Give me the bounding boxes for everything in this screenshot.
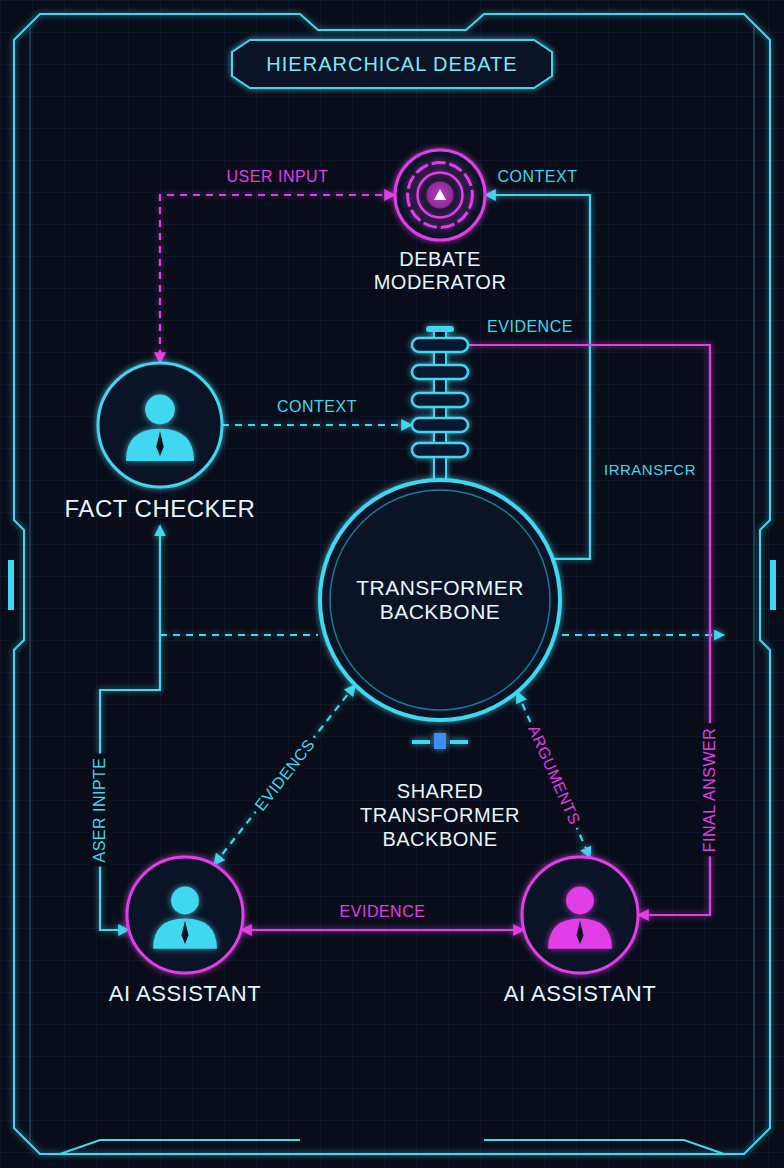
icon-triangle	[434, 189, 446, 200]
connector	[241, 929, 524, 931]
backbone-node: TRANSFORMER BACKBONE	[316, 326, 564, 724]
icon-tie	[182, 921, 189, 944]
icon-core	[427, 182, 454, 209]
outer-frame	[14, 14, 770, 1154]
connector	[222, 424, 412, 426]
node-circle	[320, 480, 560, 720]
icon-head	[566, 887, 594, 915]
icon-head	[145, 395, 175, 425]
node-circle	[522, 857, 638, 973]
spine-rung	[412, 365, 468, 379]
connector-label: CONTEXT	[273, 397, 361, 417]
icon-head	[171, 887, 199, 915]
backbone-spine	[412, 326, 468, 488]
spine-cap	[426, 326, 454, 332]
spine-rung	[412, 418, 468, 432]
node-label: FACT CHECKER	[65, 495, 256, 523]
node-outline	[316, 326, 564, 724]
spine-rung	[412, 393, 468, 407]
connector	[160, 195, 395, 363]
icon-tie	[156, 431, 163, 456]
diagram-title: HIERARCHICAL DEBATE	[266, 53, 517, 76]
connector	[517, 692, 590, 858]
agent-node: AI ASSISTANT	[500, 853, 660, 1006]
node-label: AI ASSISTANT	[504, 981, 656, 1006]
icon-ring	[408, 163, 473, 228]
node-circle	[98, 363, 222, 487]
agent-node: FACT CHECKER	[61, 359, 260, 523]
agent-node: AI ASSISTANT	[105, 853, 265, 1006]
base-block	[434, 733, 446, 749]
icon-tie	[577, 921, 584, 944]
node-outline	[123, 853, 247, 977]
connector-label: EVIDENCE	[336, 902, 430, 922]
bottom-trim	[60, 1140, 724, 1154]
connector	[214, 685, 355, 865]
connector-label: ASER INIPTE	[90, 753, 110, 866]
backbone-caption: SHARED TRANSFORMER BACKBONE	[356, 778, 524, 852]
icon-ring	[418, 173, 463, 218]
moderator-icon	[408, 163, 473, 228]
person-icon	[153, 887, 217, 949]
title-tab	[232, 40, 552, 88]
node-title: TRANSFORMER BACKBONE	[350, 576, 530, 624]
person-icon	[126, 395, 194, 461]
base-bar	[450, 740, 468, 744]
dashed-flow-line	[562, 634, 724, 636]
node-outline	[94, 359, 226, 491]
spine-rung	[412, 443, 468, 457]
connector-label: USER INPUT	[223, 167, 333, 187]
icon-body	[548, 918, 612, 948]
icon-body	[126, 429, 194, 461]
flow-label: IRRANSFCR	[600, 461, 700, 480]
person-icon	[548, 887, 612, 949]
backbone-base-mark	[412, 733, 468, 749]
dashed-flow-line	[160, 634, 318, 636]
connector-label: FINAL ANSWER	[700, 723, 720, 856]
node-label: AI ASSISTANT	[109, 981, 261, 1006]
flow-label: EVIDENCE	[483, 317, 577, 337]
node-outline	[518, 853, 642, 977]
icon-body	[153, 918, 217, 948]
node-outline	[391, 146, 489, 244]
connector-label: CONTEXT	[494, 167, 582, 187]
node-label: DEBATE MODERATOR	[355, 248, 525, 294]
inner-ring	[330, 490, 550, 710]
node-circle	[127, 857, 243, 973]
inner-frame	[30, 26, 754, 1142]
base-bar	[412, 740, 430, 744]
side-tick	[8, 560, 14, 610]
node-circle	[395, 150, 485, 240]
side-tick	[770, 560, 776, 610]
spine-rung	[412, 338, 468, 352]
